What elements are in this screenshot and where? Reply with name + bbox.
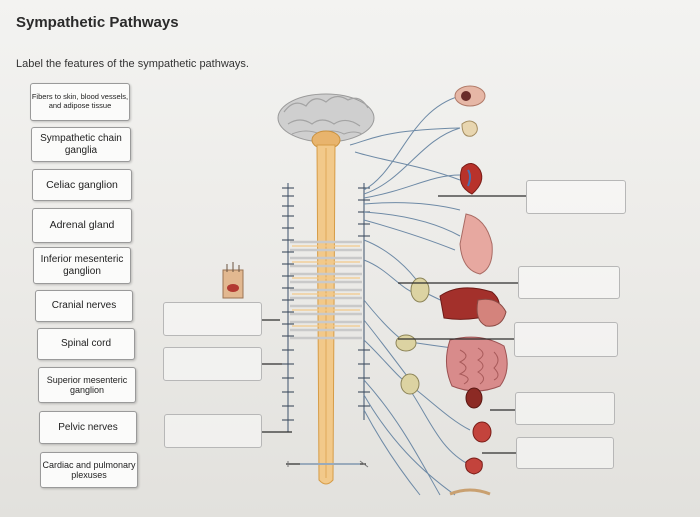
label-pelvic-nerves[interactable]: Pelvic nerves: [39, 411, 137, 444]
spinal-root-bands: [290, 240, 362, 340]
drop-target-1[interactable]: [526, 180, 626, 214]
label-celiac-ganglion-text: Celiac ganglion: [46, 178, 118, 191]
drop-target-7[interactable]: [163, 347, 262, 381]
instruction-text: Label the features of the sympathetic pa…: [16, 58, 249, 70]
label-fibers-to-skin[interactable]: Fibers to skin, blood vessels, and adipo…: [30, 83, 130, 121]
label-pelvic-nerves-text: Pelvic nerves: [58, 421, 118, 433]
drop-target-2[interactable]: [518, 266, 620, 299]
eye-organ: [454, 85, 486, 107]
label-spinal-cord[interactable]: Spinal cord: [37, 328, 135, 360]
salivary-gland-organ: [461, 120, 478, 137]
label-sympathetic-chain-ganglia-text: Sympathetic chain ganglia: [40, 133, 122, 156]
label-inferior-mesenteric-ganglion-text: Inferior mesenteric ganglion: [40, 254, 124, 277]
drop-target-3[interactable]: [514, 322, 618, 357]
label-celiac-ganglion[interactable]: Celiac ganglion: [32, 169, 132, 201]
kidney-organ: [465, 387, 483, 409]
label-inferior-mesenteric-ganglion[interactable]: Inferior mesenteric ganglion: [33, 247, 131, 284]
lung-organ: [459, 213, 493, 275]
drop-target-4[interactable]: [515, 392, 615, 425]
drop-target-6[interactable]: [163, 302, 262, 336]
label-cardiac-pulmonary-plexuses[interactable]: Cardiac and pulmonary plexuses: [40, 452, 138, 488]
intestine-organ: [446, 336, 508, 392]
label-superior-mesenteric-ganglion-text: Superior mesenteric ganglion: [46, 374, 128, 395]
label-fibers-to-skin-text: Fibers to skin, blood vessels, and adipo…: [31, 92, 129, 110]
label-cardiac-pulmonary-plexuses-text: Cardiac and pulmonary plexuses: [42, 459, 136, 480]
bladder-organ: [472, 421, 492, 443]
prevertebral-ganglia: [395, 277, 430, 395]
label-cranial-nerves[interactable]: Cranial nerves: [35, 290, 133, 322]
page-title: Sympathetic Pathways: [16, 14, 179, 31]
label-cranial-nerves-text: Cranial nerves: [51, 300, 117, 312]
genital-organ: [449, 457, 491, 496]
heart-organ: [459, 163, 483, 195]
label-spinal-cord-text: Spinal cord: [60, 338, 112, 350]
drop-target-5[interactable]: [516, 437, 614, 469]
label-adrenal-gland[interactable]: Adrenal gland: [32, 208, 132, 243]
label-superior-mesenteric-ganglion[interactable]: Superior mesenteric ganglion: [38, 367, 136, 403]
liver-stomach-organ: [439, 287, 507, 327]
skin-tissue-illustration: [222, 262, 244, 299]
label-sympathetic-chain-ganglia[interactable]: Sympathetic chain ganglia: [31, 127, 131, 162]
drop-target-8[interactable]: [164, 414, 262, 448]
brain-illustration: [277, 93, 375, 150]
label-adrenal-gland-text: Adrenal gland: [49, 219, 115, 232]
